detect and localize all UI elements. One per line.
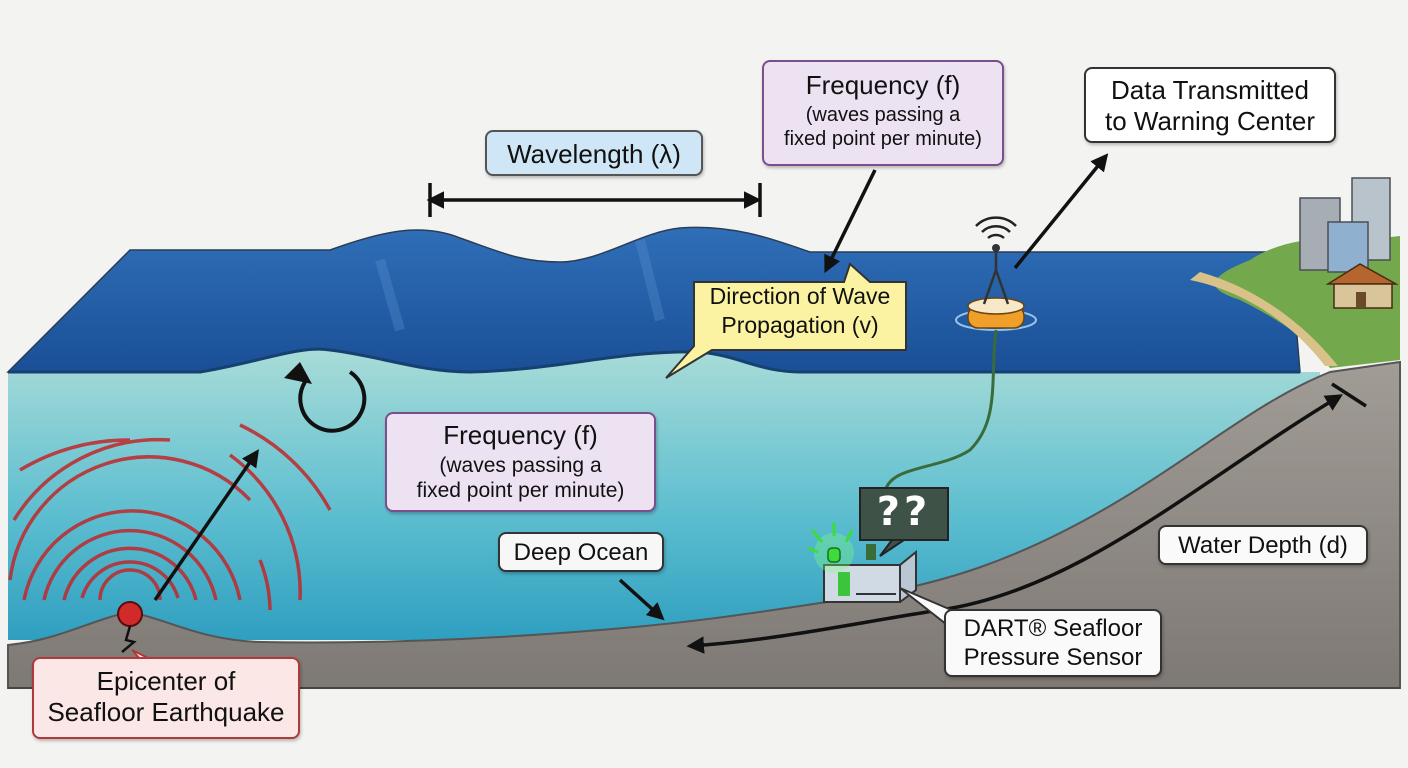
frequency-line2: fixed point per minute)	[784, 128, 982, 151]
dart-line1: DART® Seafloor	[963, 615, 1143, 642]
frequency-line2: fixed point per minute)	[416, 479, 625, 503]
deep-ocean-label: Deep Ocean	[498, 532, 664, 572]
dart-buoy	[883, 244, 1037, 493]
sensor-screen-text: ??	[876, 489, 932, 535]
data-line1: Data Transmitted	[1111, 75, 1309, 105]
epicenter-label: Epicenter of Seafloor Earthquake	[32, 657, 300, 739]
data-line2: to Warning Center	[1104, 106, 1316, 137]
dart-sensor-label: DART® Seafloor Pressure Sensor	[944, 609, 1162, 677]
water-depth-label: Water Depth (d)	[1158, 525, 1368, 565]
frequency-label-top: Frequency (f) (waves passing a fixed poi…	[762, 60, 1004, 166]
direction-line1: Direction of Wave	[709, 283, 891, 309]
dart-seafloor-sensor	[823, 487, 949, 603]
dart-line2: Pressure Sensor	[963, 643, 1143, 671]
rotation-arrow-icon	[284, 362, 367, 433]
direction-label: Direction of Wave Propagation (v)	[692, 282, 908, 340]
alert-light-icon	[807, 522, 854, 573]
frequency-line1: (waves passing a	[805, 104, 961, 127]
arrows	[153, 153, 1367, 654]
data-transmitted-label: Data Transmitted to Warning Center	[1084, 67, 1336, 143]
wavelength-label: Wavelength (λ)	[485, 130, 703, 176]
frequency-label-middle: Frequency (f) (waves passing a fixed poi…	[385, 412, 656, 512]
signal-waves-icon	[975, 216, 1017, 240]
frequency-title: Frequency (f)	[805, 70, 961, 100]
direction-callout-shape	[665, 262, 907, 379]
frequency-title: Frequency (f)	[443, 420, 598, 450]
frequency-line1: (waves passing a	[439, 454, 602, 478]
epicenter-line2: Seafloor Earthquake	[47, 697, 285, 728]
direction-line2: Propagation (v)	[721, 311, 879, 338]
ocean-surface	[6, 226, 1301, 374]
city-buildings	[1299, 177, 1399, 309]
epicenter-line1: Epicenter of	[96, 666, 236, 696]
